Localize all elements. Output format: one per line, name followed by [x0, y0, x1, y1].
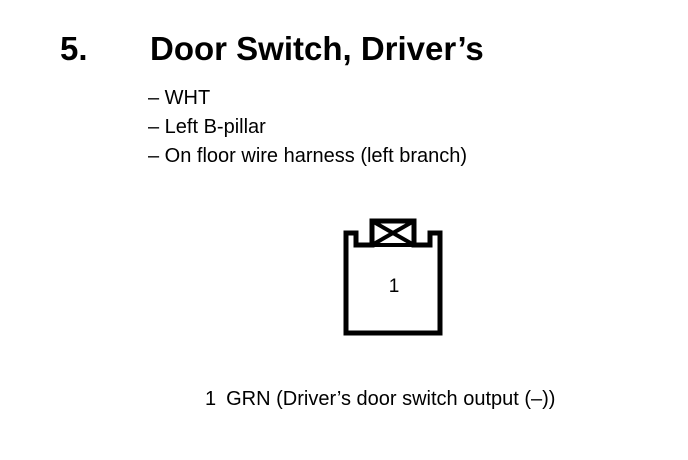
connector-notes: – WHT – Left B-pillar – On floor wire ha…	[148, 84, 467, 171]
note-color: – WHT	[148, 87, 211, 109]
latch-cross-b	[371, 219, 415, 247]
connector-pin-label: 1	[388, 276, 400, 297]
pinout-row: 1 GRN (Driver’s door switch output (–))	[205, 386, 555, 412]
pinout-pin-number: 1	[205, 388, 217, 410]
connector-diagram	[343, 218, 443, 336]
connector-latch	[370, 219, 416, 247]
note-location: – Left B-pillar	[148, 116, 266, 138]
pinout-description: GRN (Driver’s door switch output (–))	[226, 388, 556, 410]
note-harness: – On floor wire harness (left branch)	[148, 145, 468, 167]
section-number: 5.	[60, 30, 88, 67]
section-title: Door Switch, Driver’s	[150, 30, 484, 67]
